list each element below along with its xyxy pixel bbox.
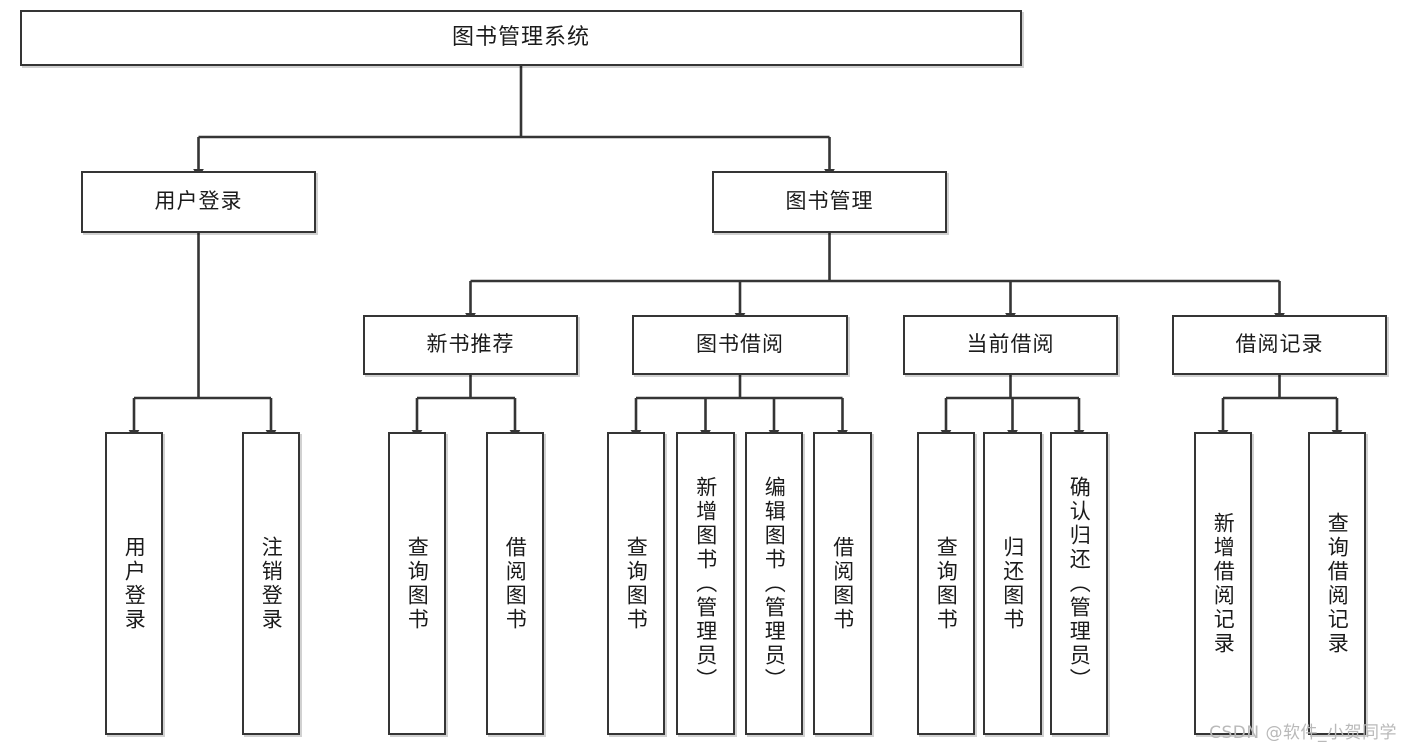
- node-leaf-add-book[interactable]: 新增图书（管理员）: [676, 432, 735, 735]
- node-book-management[interactable]: 图书管理: [712, 171, 947, 233]
- node-leaf-query-borrow-record[interactable]: 查询借阅记录: [1308, 432, 1366, 735]
- node-leaf-add-book-label: 新增图书（管理员）: [693, 475, 718, 692]
- node-borrow-record[interactable]: 借阅记录: [1172, 315, 1387, 375]
- node-leaf-borrow-book-label: 借阅图书: [830, 535, 855, 632]
- node-leaf-query-book-borrow-label: 查询图书: [624, 535, 649, 632]
- node-new-book-recommend[interactable]: 新书推荐: [363, 315, 578, 375]
- node-current-borrow[interactable]: 当前借阅: [903, 315, 1118, 375]
- node-leaf-borrow-book[interactable]: 借阅图书: [813, 432, 872, 735]
- node-leaf-query-book-borrow[interactable]: 查询图书: [607, 432, 665, 735]
- node-leaf-borrow-book-new-label: 借阅图书: [503, 535, 528, 632]
- node-leaf-user-logout[interactable]: 注销登录: [242, 432, 300, 735]
- node-leaf-query-book-new[interactable]: 查询图书: [388, 432, 446, 735]
- node-leaf-query-book-current-label: 查询图书: [934, 535, 959, 632]
- node-leaf-user-login-label: 用户登录: [122, 535, 147, 632]
- node-root[interactable]: 图书管理系统: [20, 10, 1022, 66]
- node-book-management-label: 图书管理: [785, 189, 874, 214]
- node-leaf-edit-book[interactable]: 编辑图书（管理员）: [745, 432, 803, 735]
- node-leaf-return-book-label: 归还图书: [1000, 535, 1025, 632]
- node-leaf-confirm-return[interactable]: 确认归还（管理员）: [1050, 432, 1108, 735]
- node-current-borrow-label: 当前借阅: [966, 332, 1055, 357]
- node-borrow-record-label: 借阅记录: [1235, 332, 1324, 357]
- node-book-borrow[interactable]: 图书借阅: [632, 315, 848, 375]
- node-leaf-query-borrow-record-label: 查询借阅记录: [1325, 511, 1350, 656]
- node-leaf-add-borrow-record-label: 新增借阅记录: [1211, 511, 1236, 656]
- node-leaf-query-book-current[interactable]: 查询图书: [917, 432, 975, 735]
- node-new-book-recommend-label: 新书推荐: [426, 332, 515, 357]
- node-leaf-return-book[interactable]: 归还图书: [983, 432, 1042, 735]
- node-leaf-edit-book-label: 编辑图书（管理员）: [762, 475, 787, 692]
- node-user-login[interactable]: 用户登录: [81, 171, 316, 233]
- node-leaf-query-book-new-label: 查询图书: [405, 535, 430, 632]
- node-book-borrow-label: 图书借阅: [696, 332, 784, 357]
- node-leaf-add-borrow-record[interactable]: 新增借阅记录: [1194, 432, 1252, 735]
- node-leaf-confirm-return-label: 确认归还（管理员）: [1067, 475, 1092, 692]
- node-leaf-borrow-book-new[interactable]: 借阅图书: [486, 432, 544, 735]
- node-user-login-label: 用户登录: [154, 189, 243, 214]
- watermark-label: CSDN @软件_小贺同学: [1209, 723, 1397, 743]
- node-leaf-user-login[interactable]: 用户登录: [105, 432, 163, 735]
- node-root-label: 图书管理系统: [451, 24, 590, 50]
- node-leaf-user-logout-label: 注销登录: [259, 535, 284, 632]
